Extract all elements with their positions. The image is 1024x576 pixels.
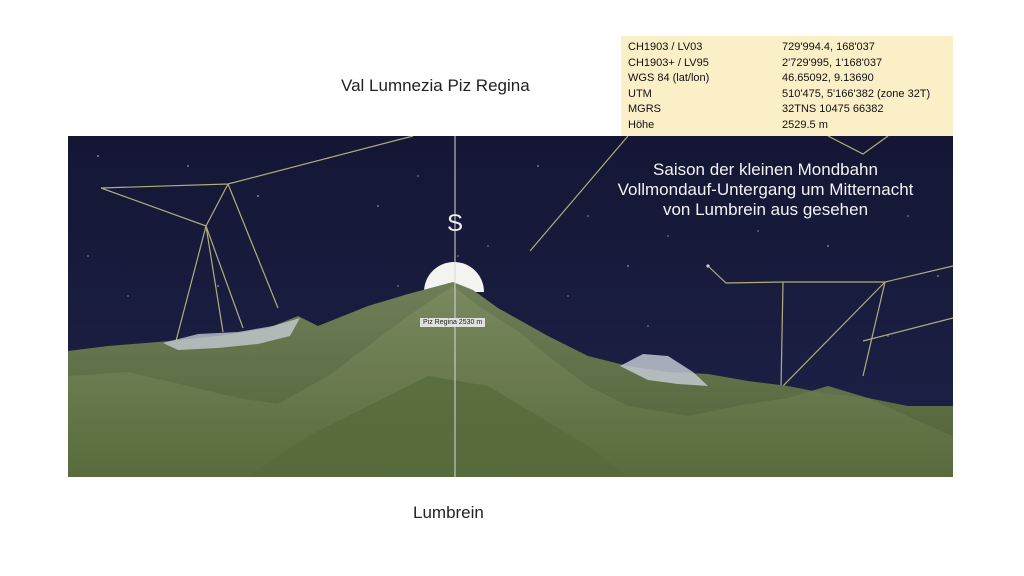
stars [87,155,939,337]
coord-label: WGS 84 (lat/lon) [628,72,710,84]
panorama-image [68,136,953,477]
moon [424,262,484,292]
coord-value: 46.65092, 9.13690 [782,72,874,84]
peak-label[interactable]: Piz Regina 2530 m [420,318,486,327]
caption-line: Saison der kleinen Mondbahn [653,160,878,179]
page-title: Val Lumnezia Piz Regina [341,76,530,95]
coord-value: 32TNS 10475 66382 [782,103,884,115]
coord-label: MGRS [628,103,661,115]
coord-row: WGS 84 (lat/lon) 46.65092, 9.13690 [628,71,953,87]
location-label: Lumbrein [413,503,484,522]
coord-value: 510'475, 5'166'382 (zone 32T) [782,87,931,100]
coord-row: CH1903 / LV03 729'994.4, 168'037 [628,40,953,56]
mountain-range-front [68,286,953,477]
snow-field-right [620,354,708,386]
coord-label: UTM [628,87,652,100]
coord-value: 729'994.4, 168'037 [782,41,875,53]
coord-label: CH1903 / LV03 [628,41,703,53]
caption-line: von Lumbrein aus gesehen [662,200,869,219]
panorama-caption: Saison der kleinen Mondbahn Vollmondauf-… [588,160,943,220]
valley-slope [248,376,628,477]
constellation-lines [100,136,953,389]
coord-row: UTM 510'475, 5'166'382 (zone 32T) [628,87,953,103]
coord-label: Höhe [628,118,655,131]
panorama-view[interactable]: S Piz Regina 2530 m Saison der kleinen M… [68,136,953,477]
coord-row: MGRS 32TNS 10475 66382 [628,102,953,118]
coord-label: CH1903+ / LV95 [628,56,709,69]
caption-line: Vollmondauf-Untergang um Mitternacht [617,180,914,199]
coord-value: 2'729'995, 1'168'037 [782,56,883,69]
coord-value: 2529.5 m [782,118,828,131]
coord-row: CH1903+ / LV95 2'729'995, 1'168'037 [628,56,953,72]
direction-marker-south: S [447,210,464,237]
coord-row: Höhe 2529.5 m [628,118,953,134]
snow-field-left [163,318,300,350]
coordinate-info-box: CH1903 / LV03 729'994.4, 168'037 CH1903+ … [621,36,953,136]
